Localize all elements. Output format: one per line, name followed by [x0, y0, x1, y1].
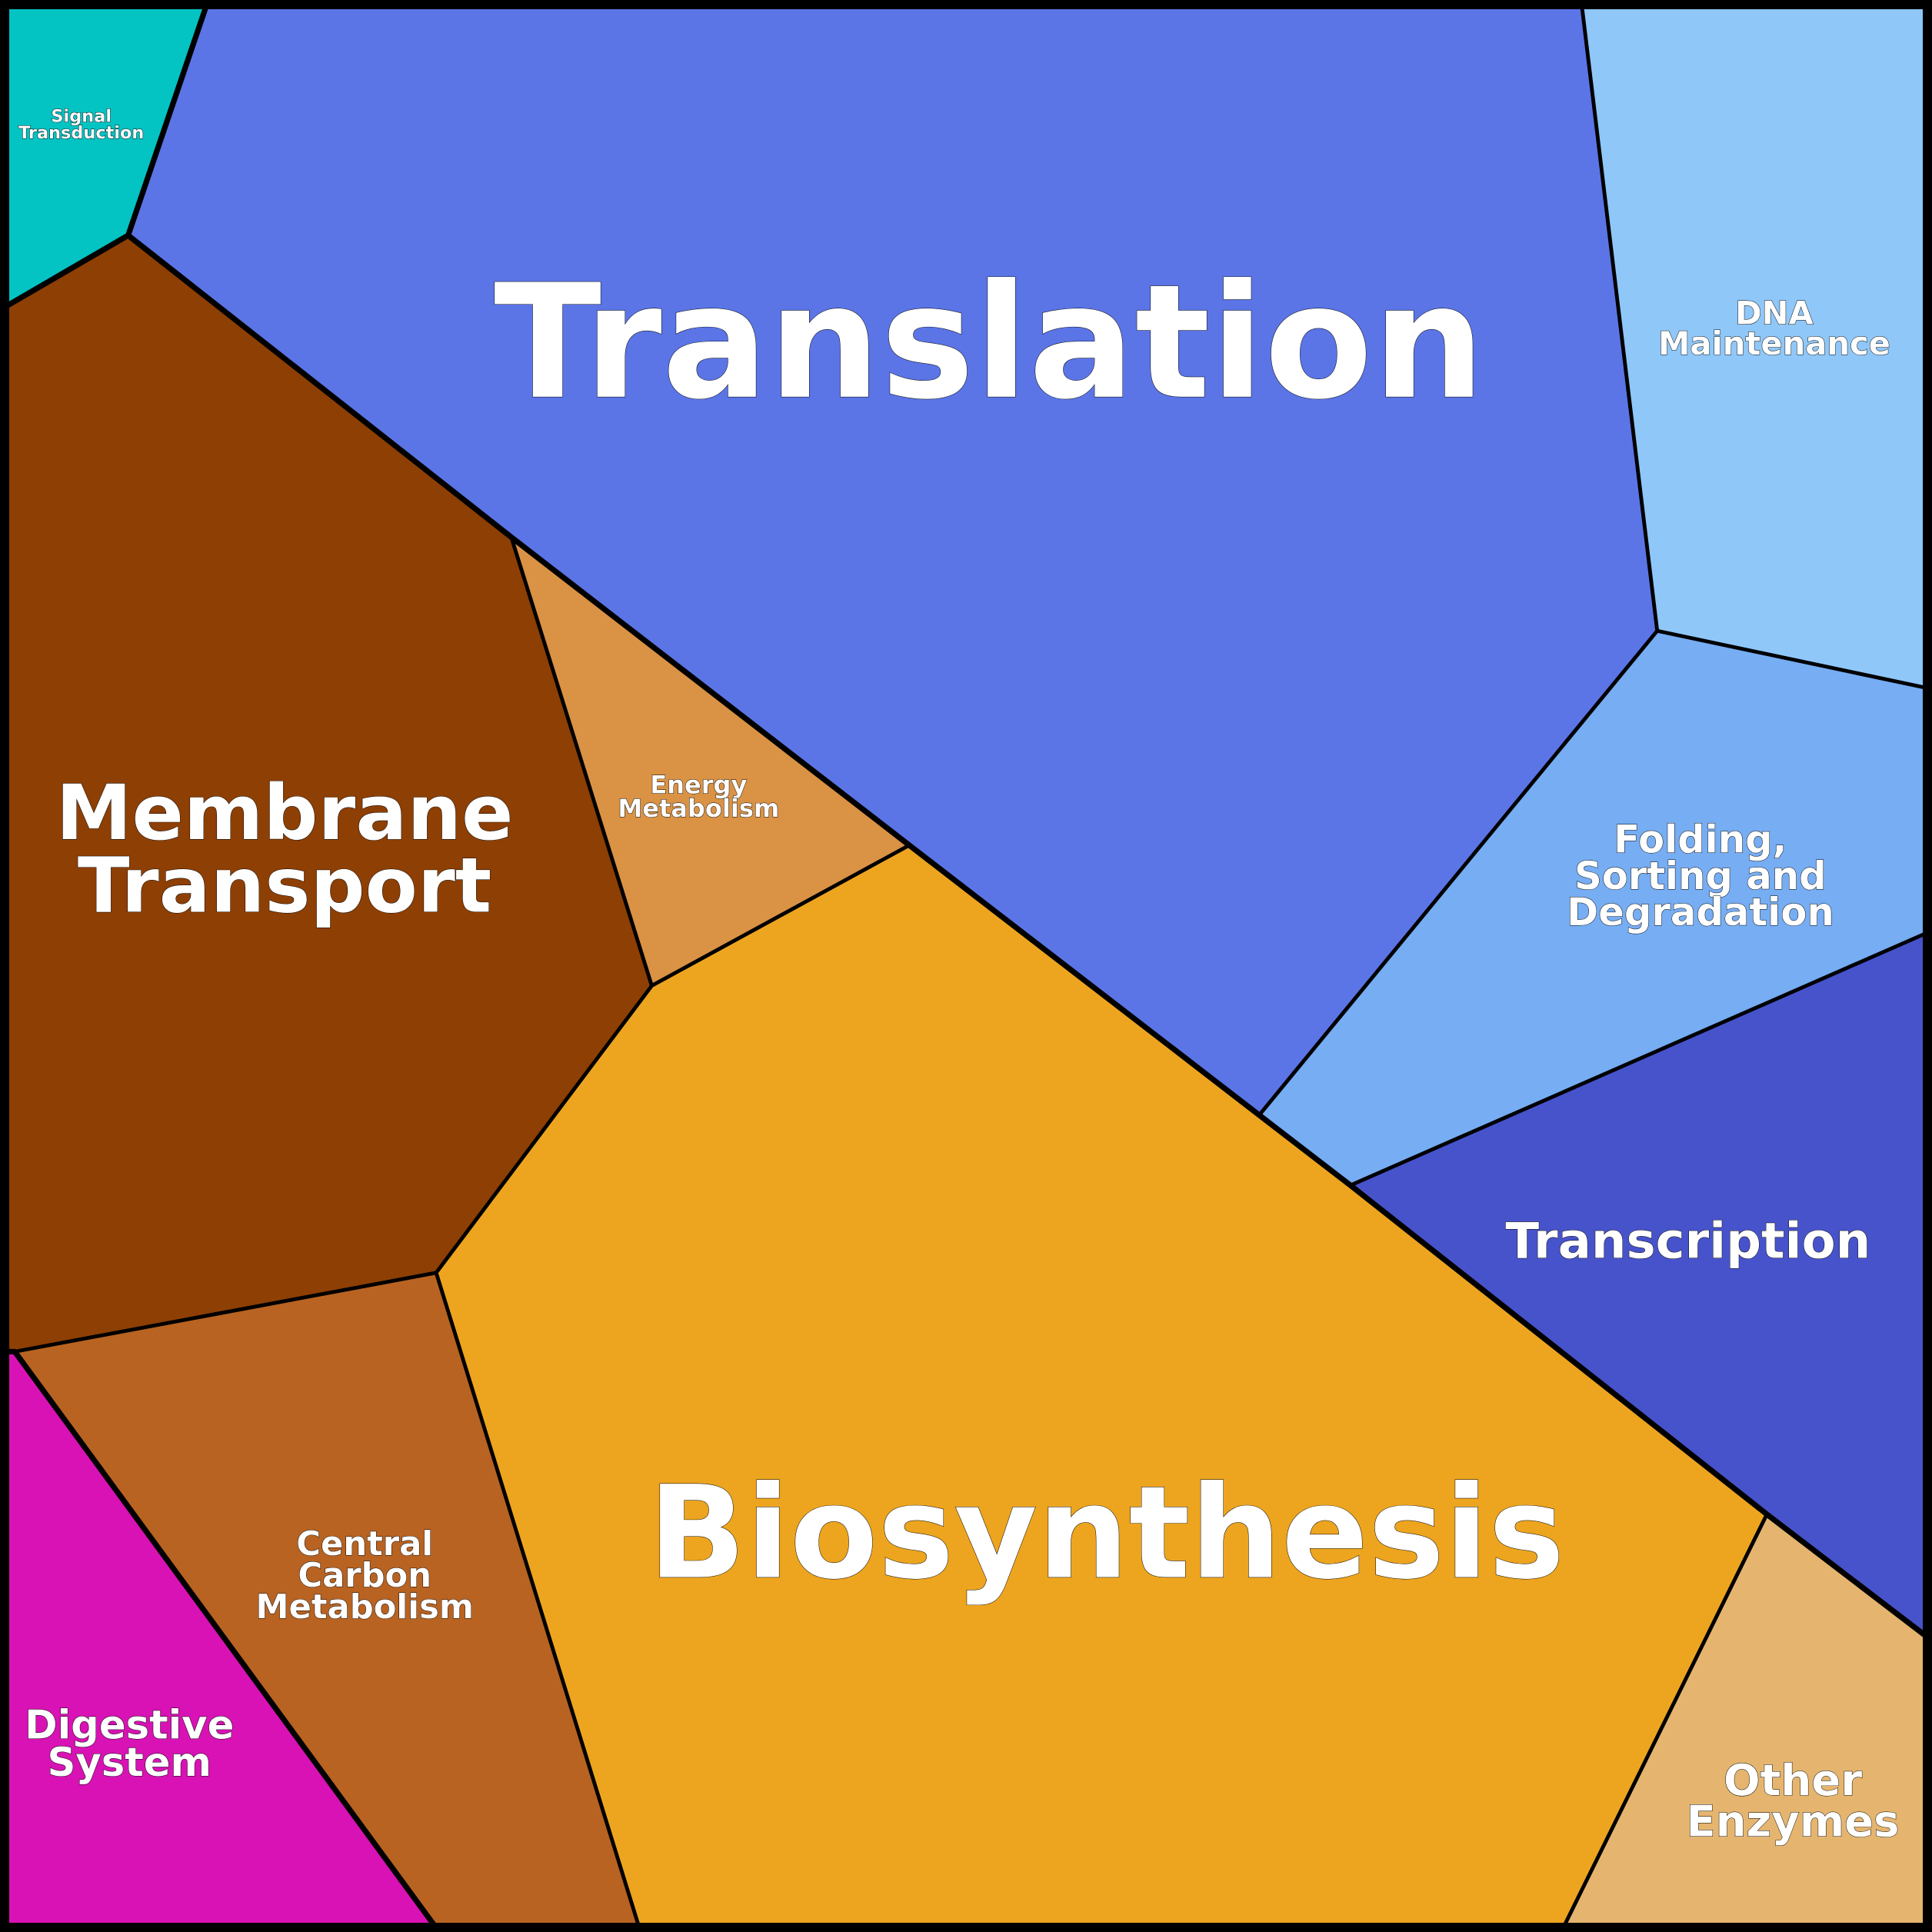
label-translation: Translation: [494, 251, 1485, 435]
label-biosynthesis: Biosynthesis: [648, 1459, 1565, 1608]
label-transcription: Transcription: [1505, 1214, 1870, 1271]
